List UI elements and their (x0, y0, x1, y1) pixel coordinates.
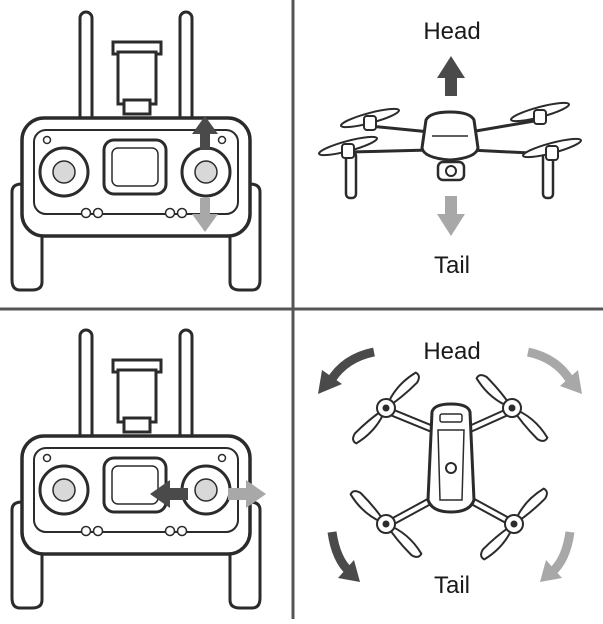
up-arrow-icon (192, 116, 218, 150)
tail-label: Tail (433, 572, 470, 599)
head-label: Head (423, 338, 481, 365)
down-arrow-icon (437, 196, 465, 236)
drone-top-icon (345, 367, 555, 565)
rotate-arrow-icon (540, 531, 575, 582)
drone-side-icon (316, 98, 584, 200)
controller-icon (10, 10, 262, 292)
controller-icon (10, 328, 262, 610)
rotate-arrow-icon (318, 347, 376, 394)
left-arrow-icon (150, 480, 188, 508)
up-arrow-icon (437, 56, 465, 96)
tail-label: Tail (433, 252, 470, 279)
right-arrow-icon (228, 480, 266, 508)
head-label: Head (423, 18, 481, 45)
rotate-arrow-icon (327, 531, 360, 582)
down-arrow-icon (192, 198, 218, 232)
rotate-arrow-icon (526, 347, 582, 394)
